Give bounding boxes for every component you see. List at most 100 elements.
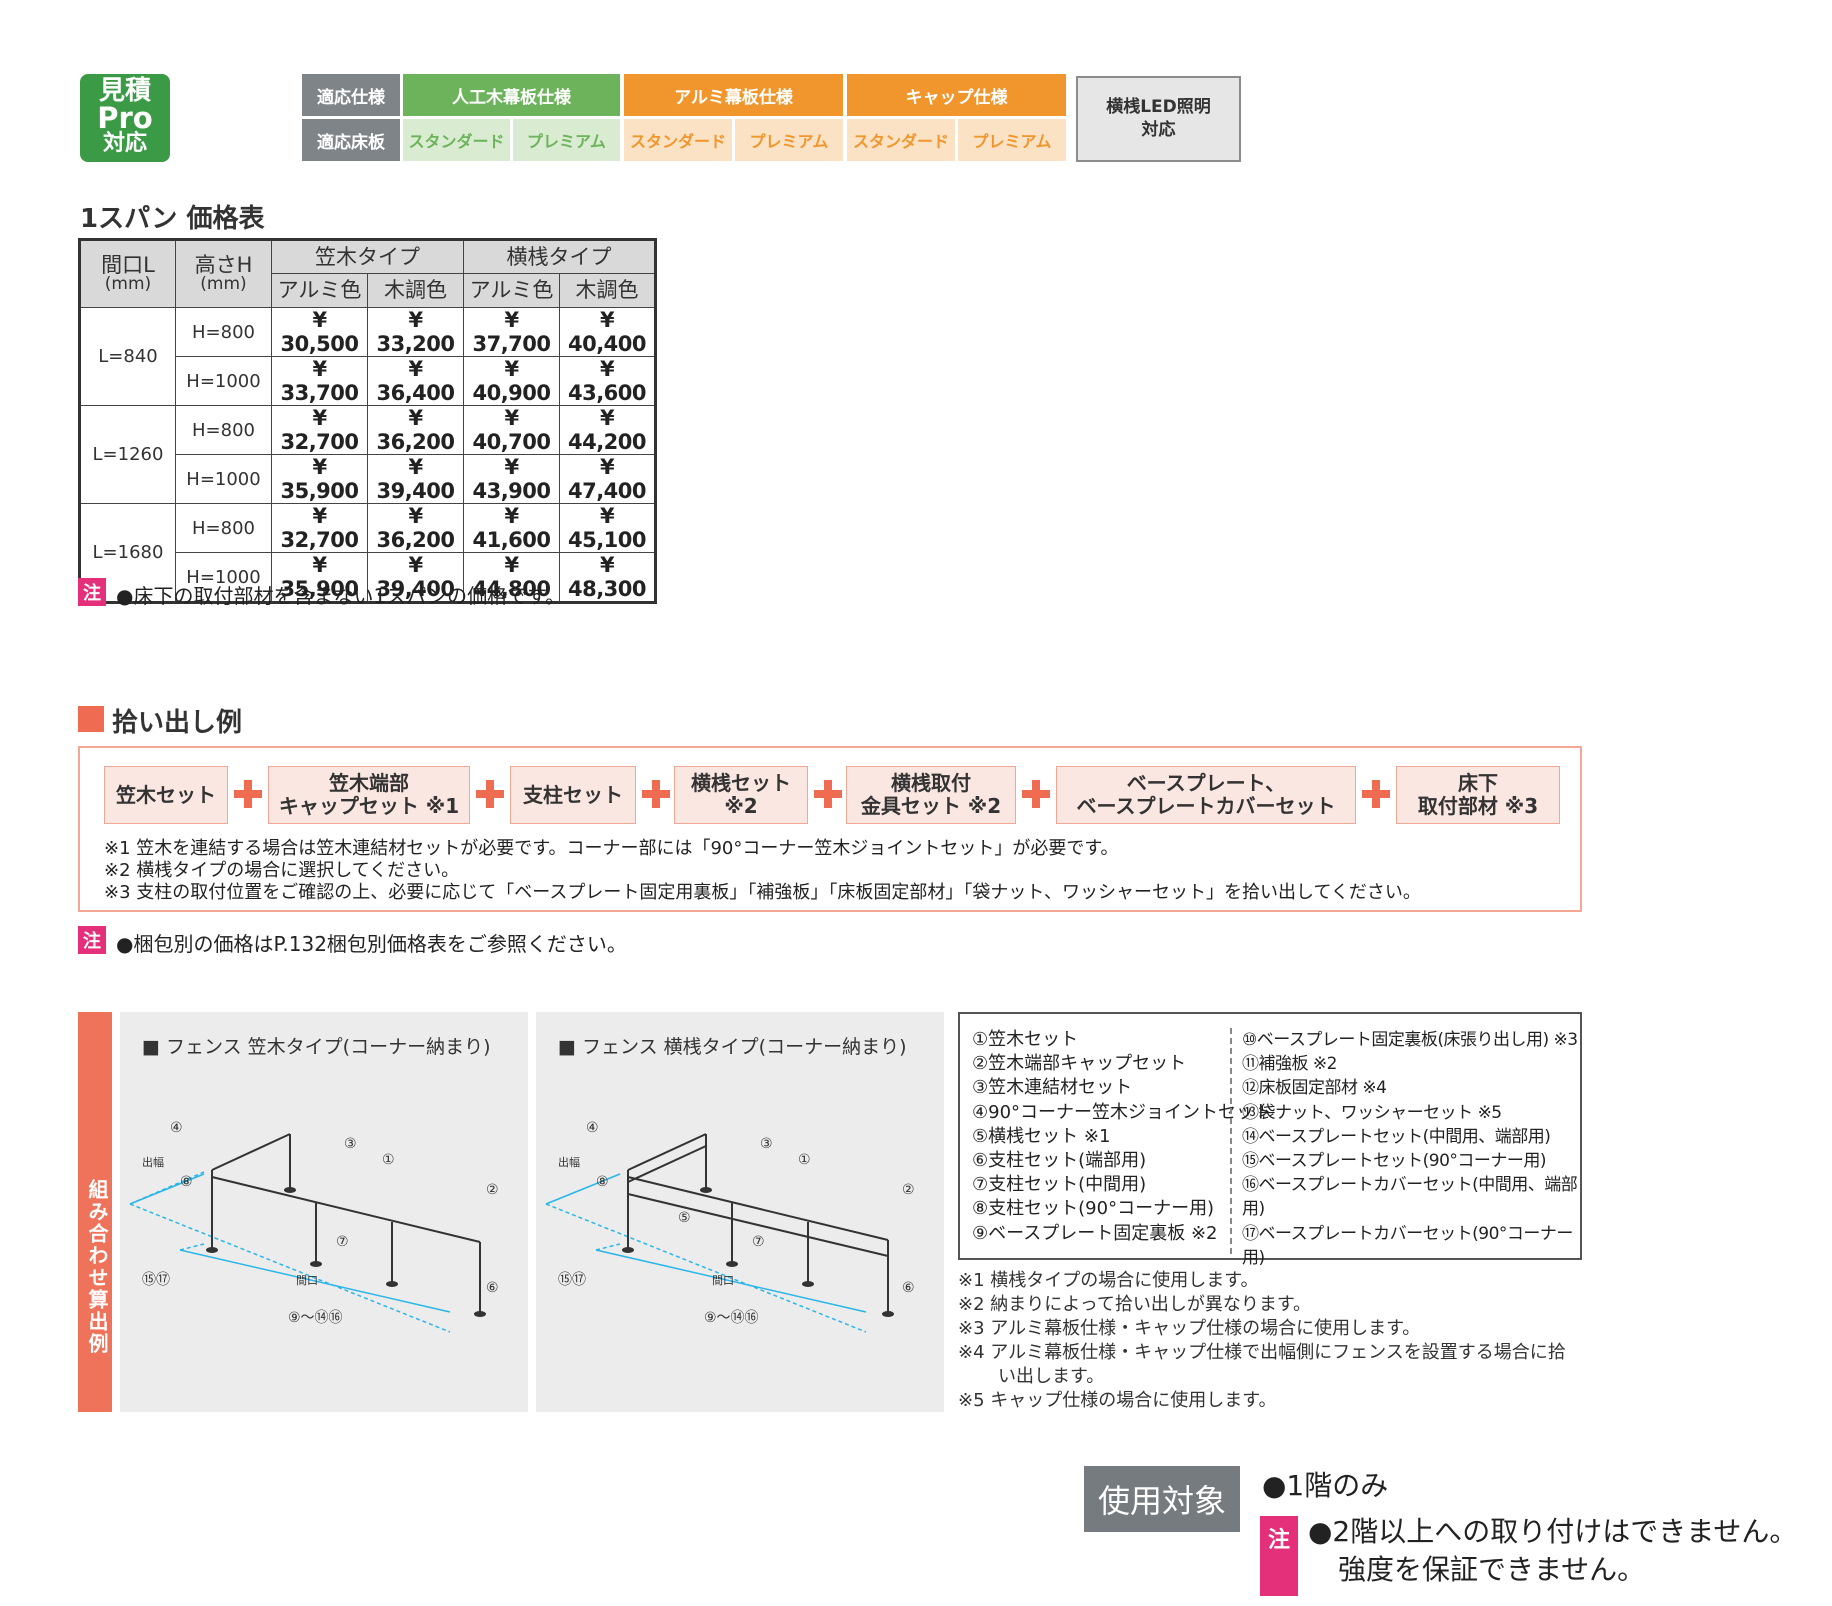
- floor-row-label: 適応床板: [302, 119, 400, 161]
- chip-kasagi-cap: 笠木端部 キャップセット ※1: [268, 766, 470, 824]
- legend-left: ①笠木セット ②笠木端部キャップセット ③笠木連結材セット ④90°コーナー笠木…: [972, 1028, 1272, 1246]
- pickup-note-1: ※1 笠木を連結する場合は笠木連結材セットが必要です。コーナー部には「90°コー…: [104, 838, 1119, 859]
- combo-side-label: 組み合わせ算出例: [78, 1012, 112, 1412]
- table-row: H=1000 ¥ 35,900 ¥ 39,400 ¥ 44,800 ¥ 48,3…: [80, 552, 656, 603]
- diagram-label: ⑮⑰: [558, 1272, 586, 1288]
- price-cell: ¥ 40,700: [463, 405, 560, 455]
- footnote: ※3 アルミ幕板仕様・キャップ仕様の場合に使用します。: [958, 1318, 1421, 1339]
- legend-item: ⑧支柱セット(90°コーナー用): [972, 1198, 1215, 1220]
- diagram-label: ⑧: [180, 1174, 193, 1190]
- height-cell: H=800: [175, 307, 272, 357]
- diagram-label: ③: [760, 1136, 773, 1152]
- legend-right: ⑩ベースプレート固定裏板(床張り出し用) ※3 ⑪補強板 ※2 ⑫床板固定部材 …: [1242, 1028, 1580, 1270]
- footnote: い出します。: [998, 1366, 1105, 1387]
- legend-item: ⑥支柱セット(端部用): [972, 1150, 1147, 1172]
- sub-alumi-2: アルミ色: [463, 273, 560, 308]
- price-cell: ¥ 35,900: [271, 454, 368, 504]
- price-cell: ¥ 36,200: [367, 405, 464, 455]
- plus-icon: [1022, 780, 1050, 808]
- plus-icon: [234, 780, 262, 808]
- price-cell: ¥ 48,300: [559, 552, 656, 603]
- badge-line2: Pro: [97, 101, 153, 135]
- chip-yokosan-set: 横桟セット ※2: [674, 766, 808, 824]
- legend-item: ⑯ベースプレートカバーセット(中間用、端部用): [1242, 1175, 1578, 1220]
- note-tag: 注: [78, 578, 106, 606]
- price-cell: ¥ 47,400: [559, 454, 656, 504]
- chip-line: 横桟セット: [691, 771, 791, 795]
- legend-item: ⑪補強板 ※2: [1242, 1054, 1337, 1075]
- height-cell: H=800: [175, 503, 272, 553]
- sub-alumi-1: アルミ色: [271, 273, 368, 308]
- diagram-label: ③: [344, 1136, 357, 1152]
- height-cell: H=800: [175, 405, 272, 455]
- legend-item: ⑭ベースプレートセット(中間用、端部用): [1242, 1126, 1551, 1147]
- note-tag: 注: [78, 926, 106, 954]
- table-row: L=840 H=800 ¥ 30,500 ¥ 33,200 ¥ 37,700 ¥…: [79, 307, 656, 406]
- chip-line: 笠木端部: [329, 771, 409, 795]
- note-tag: 注: [1260, 1516, 1298, 1596]
- plus-icon: [814, 780, 842, 808]
- package-note: ●梱包別の価格はP.132梱包別価格表をご参照ください。: [116, 932, 627, 956]
- usage-note-line1: ●2階以上への取り付けはできません。: [1308, 1515, 1798, 1548]
- chip-kasagi-set: 笠木セット: [104, 766, 228, 824]
- floor-premium-2: プレミアム: [735, 119, 843, 161]
- fence-kasagi-diagram: ④ ③ ① ② ⑧ ⑦ ⑥ ⑮⑰ ⑨～⑭⑯ 出幅 間口: [129, 1120, 499, 1333]
- price-cell: ¥ 32,700: [271, 405, 368, 455]
- diagram-label: ⑦: [752, 1234, 765, 1250]
- height-cell: H=1000: [175, 356, 272, 406]
- group-kasagi: 笠木タイプ: [271, 239, 464, 274]
- footnote: ※4 アルミ幕板仕様・キャップ仕様で出幅側にフェンスを設置する場合に拾: [958, 1342, 1566, 1363]
- price-cell: ¥ 35,900: [271, 552, 368, 603]
- diagram-label: ⑥: [902, 1280, 915, 1296]
- legend-divider: [1230, 1028, 1232, 1254]
- legend-item: ⑤横桟セット ※1: [972, 1125, 1111, 1147]
- pickup-box: 笠木セット 笠木端部 キャップセット ※1 支柱セット 横桟セット ※2 横桟取…: [78, 746, 1582, 912]
- spec-artificial-wood: 人工木幕板仕様: [403, 74, 620, 116]
- led-line1: 横桟LED照明: [1106, 97, 1211, 118]
- usage-first-floor: ●1階のみ: [1262, 1469, 1389, 1502]
- diagram-label: ④: [586, 1120, 599, 1136]
- price-table-title: 1スパン 価格表: [80, 204, 265, 234]
- price-cell: ¥ 33,200: [367, 307, 464, 357]
- legend-item: ⑰ベースプレートカバーセット(90°コーナー用): [1242, 1223, 1573, 1268]
- footnote: ※1 横桟タイプの場合に使用します。: [958, 1270, 1259, 1291]
- diagram-label: ④: [170, 1120, 183, 1136]
- led-lighting-box: 横桟LED照明 対応: [1076, 76, 1241, 162]
- opening-cell: L=1260: [79, 405, 176, 504]
- legend-item: ④90°コーナー笠木ジョイントセット: [972, 1101, 1273, 1123]
- table-row: L=1260 H=800 ¥ 32,700 ¥ 36,200 ¥ 40,700 …: [79, 405, 656, 504]
- chip-line: ※2: [724, 794, 758, 818]
- fence-yokosan-diagram: ④ ③ ① ② ⑧ ⑤ ⑦ ⑥ ⑮⑰ ⑨～⑭⑯ 出幅 間口: [545, 1120, 915, 1333]
- badge-line3: 対応: [102, 131, 147, 156]
- chip-yokosan-fitting: 横桟取付 金具セット ※2: [846, 766, 1016, 824]
- sub-wood-1: 木調色: [367, 273, 464, 308]
- group-yokosan: 横桟タイプ: [463, 239, 656, 274]
- parts-legend: ①笠木セット ②笠木端部キャップセット ③笠木連結材セット ④90°コーナー笠木…: [958, 1012, 1582, 1268]
- price-cell: ¥ 43,900: [463, 454, 560, 504]
- legend-item: ⑩ベースプレート固定裏板(床張り出し用) ※3: [1242, 1030, 1578, 1050]
- diagram-label: ①: [382, 1152, 395, 1168]
- legend-item: ⑦支柱セット(中間用): [972, 1174, 1147, 1196]
- price-cell: ¥ 39,400: [367, 454, 464, 504]
- mitsumori-pro-badge: 見積 Pro 対応: [80, 74, 170, 162]
- floor-standard-2: スタンダード: [624, 119, 732, 161]
- chip-line: 取付部材 ※3: [1417, 794, 1539, 818]
- section-marker: [78, 706, 104, 732]
- badge-line1: 見積: [98, 76, 151, 106]
- table-row: H=1000 ¥ 33,700 ¥ 36,400 ¥ 40,900 ¥ 43,6…: [80, 356, 656, 406]
- footnote: ※5 キャップ仕様の場合に使用します。: [958, 1390, 1277, 1411]
- chip-post-set: 支柱セット: [510, 766, 636, 824]
- plus-icon: [642, 780, 670, 808]
- opening-cell: L=840: [79, 307, 176, 406]
- diagram-label: ⑤: [678, 1210, 691, 1226]
- price-cell: ¥ 43,600: [559, 356, 656, 406]
- spec-cap: キャップ仕様: [847, 74, 1066, 116]
- height-cell: H=1000: [175, 454, 272, 504]
- opening-unit: (mm): [104, 274, 152, 294]
- floor-premium-3: プレミアム: [958, 119, 1066, 161]
- price-cell: ¥ 36,400: [367, 356, 464, 406]
- panel-kasagi-type: ■ フェンス 笠木タイプ(コーナー納まり) ④: [120, 1012, 528, 1412]
- chip-line: ベースプレートカバーセット: [1076, 794, 1336, 818]
- price-cell: ¥ 45,100: [559, 503, 656, 553]
- legend-item: ③笠木連結材セット: [972, 1077, 1133, 1099]
